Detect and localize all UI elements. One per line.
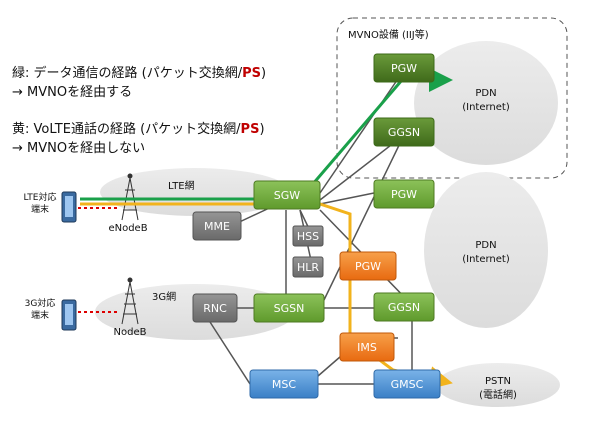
ggsn-mvno-label: GGSN [388,126,420,139]
gmsc-node: GMSC [373,369,441,399]
pstn-label-2: (電話網) [479,388,517,401]
hlr-node: HLR [292,256,324,278]
rnc-node: RNC [192,293,238,323]
pgw-mvno-label: PGW [391,62,417,75]
g3-device-label-2: 端末 [31,309,49,321]
pdn-top-label-2: (Internet) [462,102,510,113]
legend-yellow: 黄: VoLTE通話の経路 (パケット交換網/PS) [12,118,265,137]
ggsn-mid-label: GGSN [388,301,420,314]
pstn-label-1: PSTN [485,376,511,387]
mme-label: MME [204,220,230,233]
hss-node: HSS [292,225,324,247]
legend-yellow-ps: PS [240,122,260,137]
pgw-orange-label: PGW [355,260,381,273]
pdn-mid-cloud [424,172,548,328]
mme-node: MME [192,211,242,241]
lte-device-screen [65,196,73,217]
legend-yellow-text: 黄: VoLTE通話の経路 (パケット交換網/ [12,122,241,137]
ggsn-mid-node: GGSN [373,292,435,322]
gmsc-label: GMSC [391,378,424,391]
pgw-orange-node: PGW [339,251,397,281]
mvno-region [336,17,568,179]
legend-green: 緑: データ通信の経路 (パケット交換網/PS) [12,62,266,81]
enodeb-label: eNodeB [108,223,147,234]
lte-device-label-2: 端末 [31,203,49,215]
ims-node: IMS [339,332,395,362]
legend-green-ps: PS [242,66,261,81]
sgsn-label: SGSN [274,302,305,315]
mvno-label: MVNO設備 (IIJ等) [348,28,429,41]
pgw-mid-label: PGW [391,188,417,201]
g3-device-screen [65,304,73,325]
sgsn-node: SGSN [253,293,325,323]
pstn-cloud [436,363,560,407]
pdn-top-label-1: PDN [475,88,496,99]
hss-label: HSS [297,230,319,243]
ims-label: IMS [357,341,377,354]
msc-node: MSC [249,369,319,399]
legend-yellow-sub: → MVNOを経由しない [12,141,146,156]
sgw-node: SGW [253,180,321,210]
pdn-mid-label-1: PDN [475,240,496,251]
g3-network-label: 3G網 [152,290,176,303]
legend-green-text: 緑: データ通信の経路 (パケット交換網/ [12,66,243,81]
msc-label: MSC [272,378,296,391]
sgw-label: SGW [274,189,301,202]
rnc-label: RNC [203,302,227,315]
pdn-mid-label-2: (Internet) [462,254,510,265]
legend-green-close: ) [261,66,267,81]
legend-yellow-close: ) [259,122,265,137]
nodeb-label: NodeB [114,327,147,338]
pgw-mid-node: PGW [373,179,435,209]
lte-device-label-1: LTE対応 [24,191,57,203]
pgw-mvno-node: PGW [373,53,435,83]
hlr-label: HLR [297,261,319,274]
g3-device-label-1: 3G対応 [25,297,56,309]
lte-network-label: LTE網 [168,179,195,192]
ggsn-mvno-node: GGSN [373,117,435,147]
legend-green-sub: → MVNOを経由する [12,85,133,100]
nodeb-tower-icon [121,277,139,325]
